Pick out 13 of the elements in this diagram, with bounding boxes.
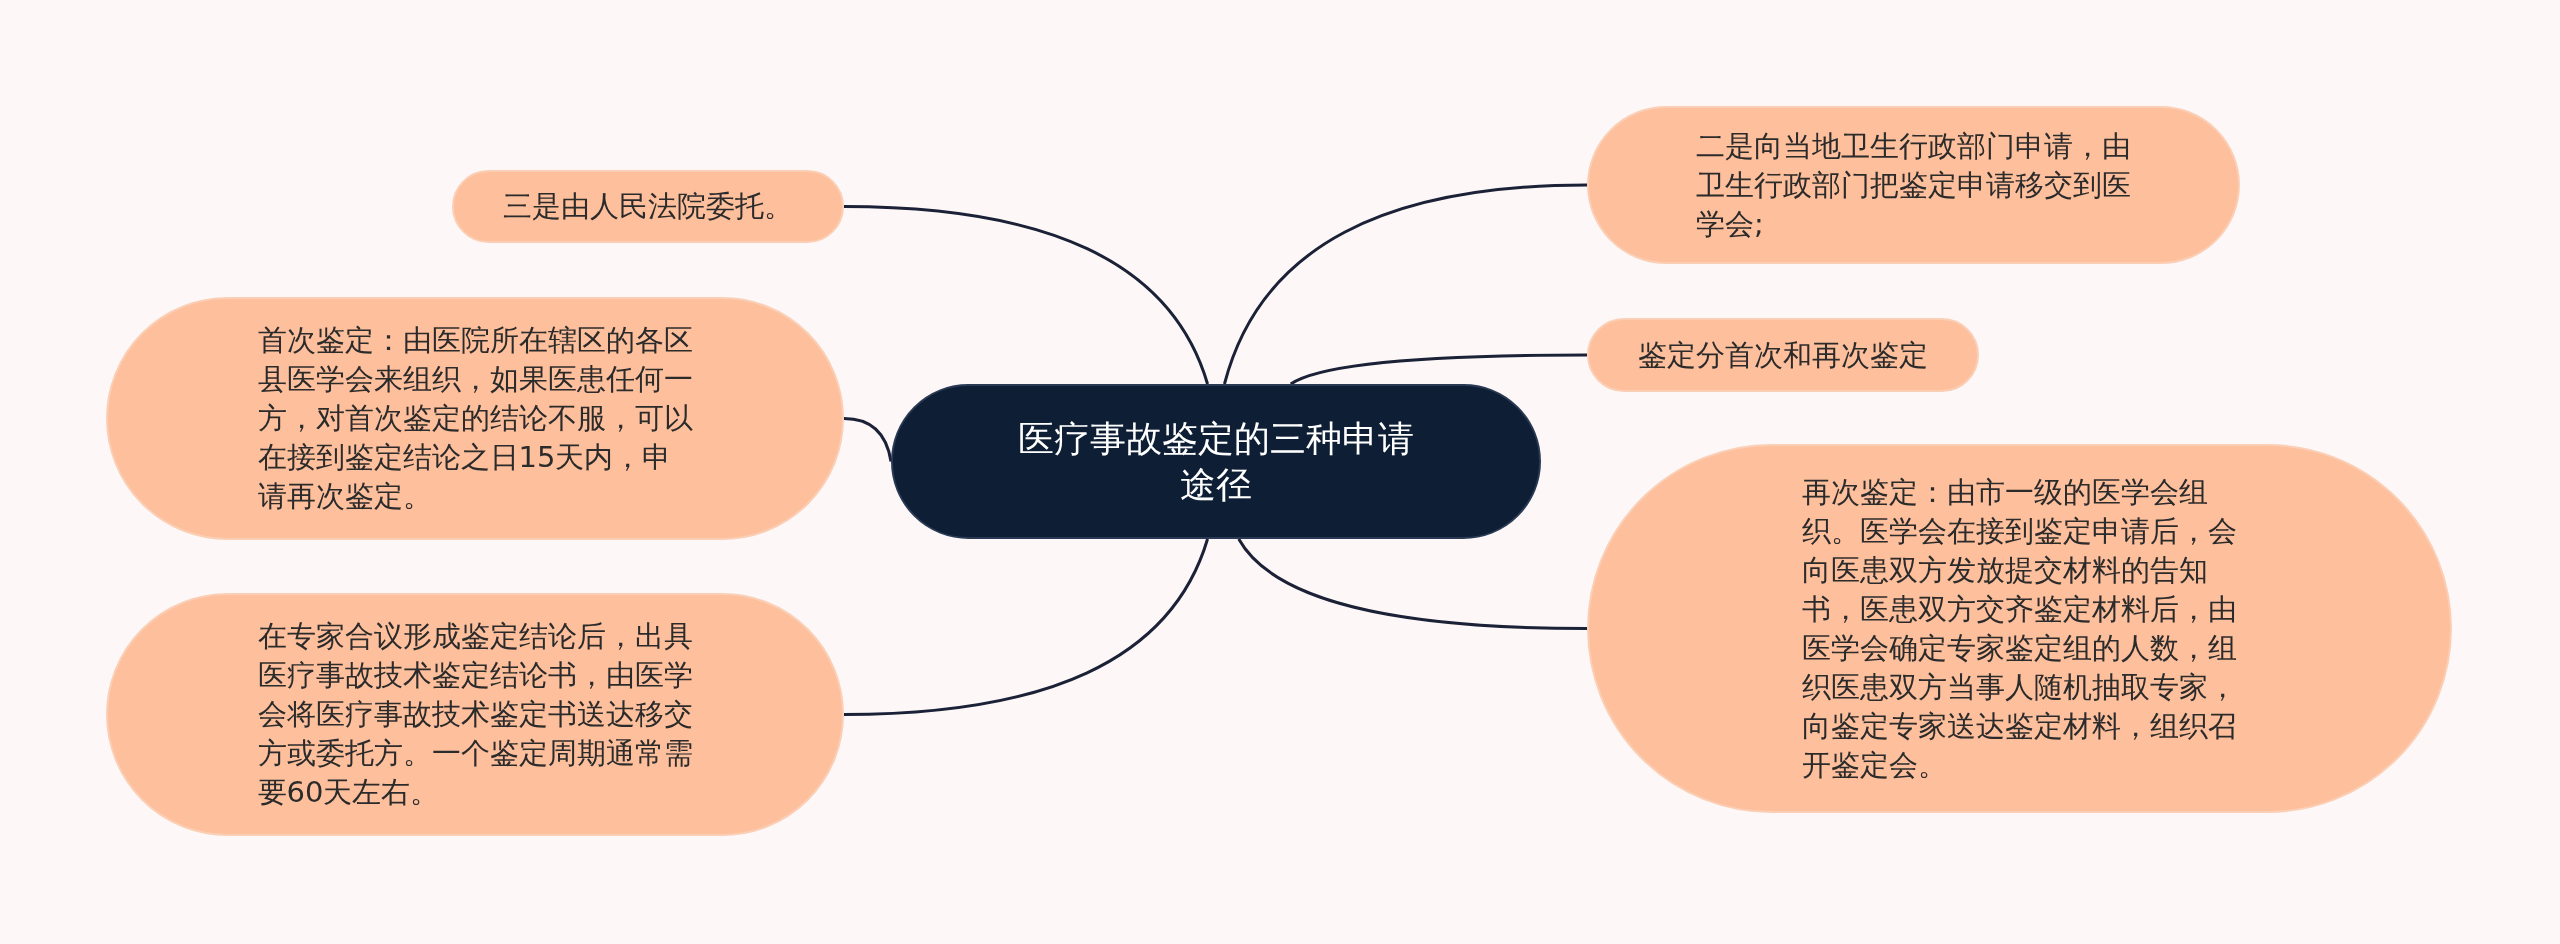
connector-line — [1237, 538, 1587, 630]
topic-text: 鉴定分首次和再次鉴定 — [1638, 336, 1928, 374]
topic-text: 二是向当地卫生行政部门申请，由卫生行政部门把鉴定申请移交到医学会; — [1696, 127, 2131, 243]
topic-text: 首次鉴定：由医院所在辖区的各区县医学会来组织，如果医患任何一方，对首次鉴定的结论不服，可以在接到鉴定结论之日15天内，申请再次鉴定。 — [257, 322, 693, 515]
connector-line — [843, 417, 893, 462]
topic-text: 在专家合议形成鉴定结论后，出具医疗事故技术鉴定结论书，由医学会将医疗事故技术鉴定书送达移交方或委托方。一个鉴定周期通常需要60天左右。 — [257, 618, 693, 811]
connector-line — [1223, 183, 1588, 385]
connector-line — [1290, 353, 1587, 386]
topic-title: 医疗事故鉴定的三种申请途径 — [1018, 416, 1414, 507]
topic-text: 三是由人民法院委托。 — [503, 188, 793, 225]
connector-line — [843, 205, 1209, 385]
connector-line — [843, 538, 1209, 716]
topic-text: 再次鉴定：由市一级的医学会组织。医学会在接到鉴定申请后，会向医患双方发放提交材料的告知书，医患双方交齐鉴定材料后，由医学会确定专家鉴定组的人数，组织医患双方当事人随机抽取专家，向鉴定专家送达鉴定材料，组织召开鉴定会。 — [1802, 473, 2237, 784]
